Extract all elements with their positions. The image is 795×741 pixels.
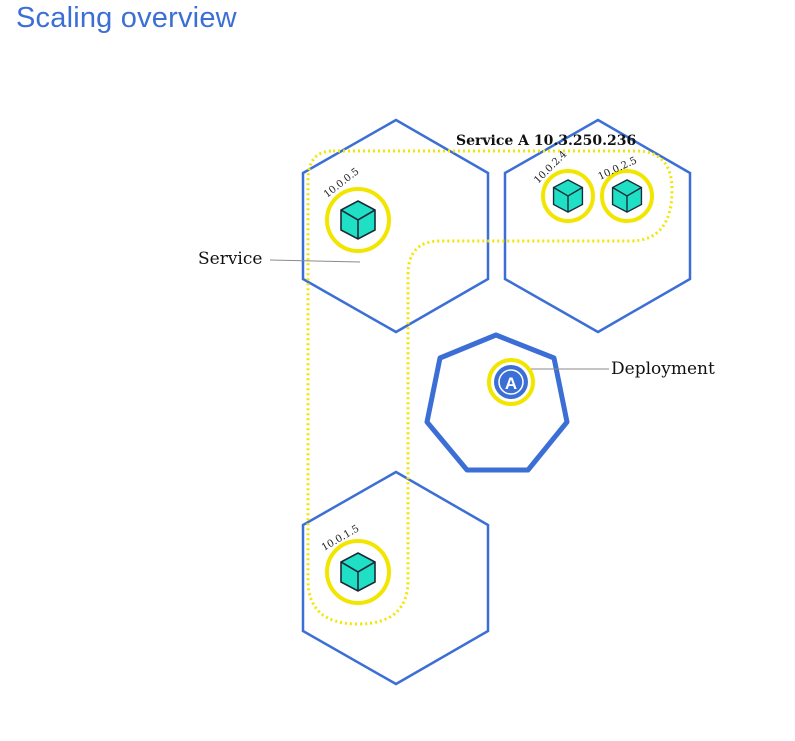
- pod-10-0-2-5: 10.0.2.5: [597, 155, 654, 223]
- service-banner: Service A 10.3.250.236: [456, 133, 636, 149]
- deployment-label: Deployment: [611, 359, 715, 379]
- pod-10-0-0-5: 10.0.0.5: [322, 166, 391, 253]
- deployment-icon-letter: A: [505, 374, 517, 393]
- service-boundary: [306, 149, 674, 626]
- pod-10-0-1-5: 10.0.1.5: [320, 523, 391, 605]
- deployment-a-icon: A: [487, 358, 535, 406]
- node-hexagon-top-right: [503, 118, 692, 334]
- service-leader-line: [269, 259, 361, 263]
- page-title: Scaling overview: [16, 2, 237, 34]
- deployment-heptagon: [424, 332, 570, 473]
- service-label: Service: [198, 249, 262, 269]
- node-hexagon-bottom: [301, 470, 490, 686]
- pod-10-0-2-4: 10.0.2.4: [532, 149, 595, 223]
- node-hexagon-top-left: [301, 118, 490, 334]
